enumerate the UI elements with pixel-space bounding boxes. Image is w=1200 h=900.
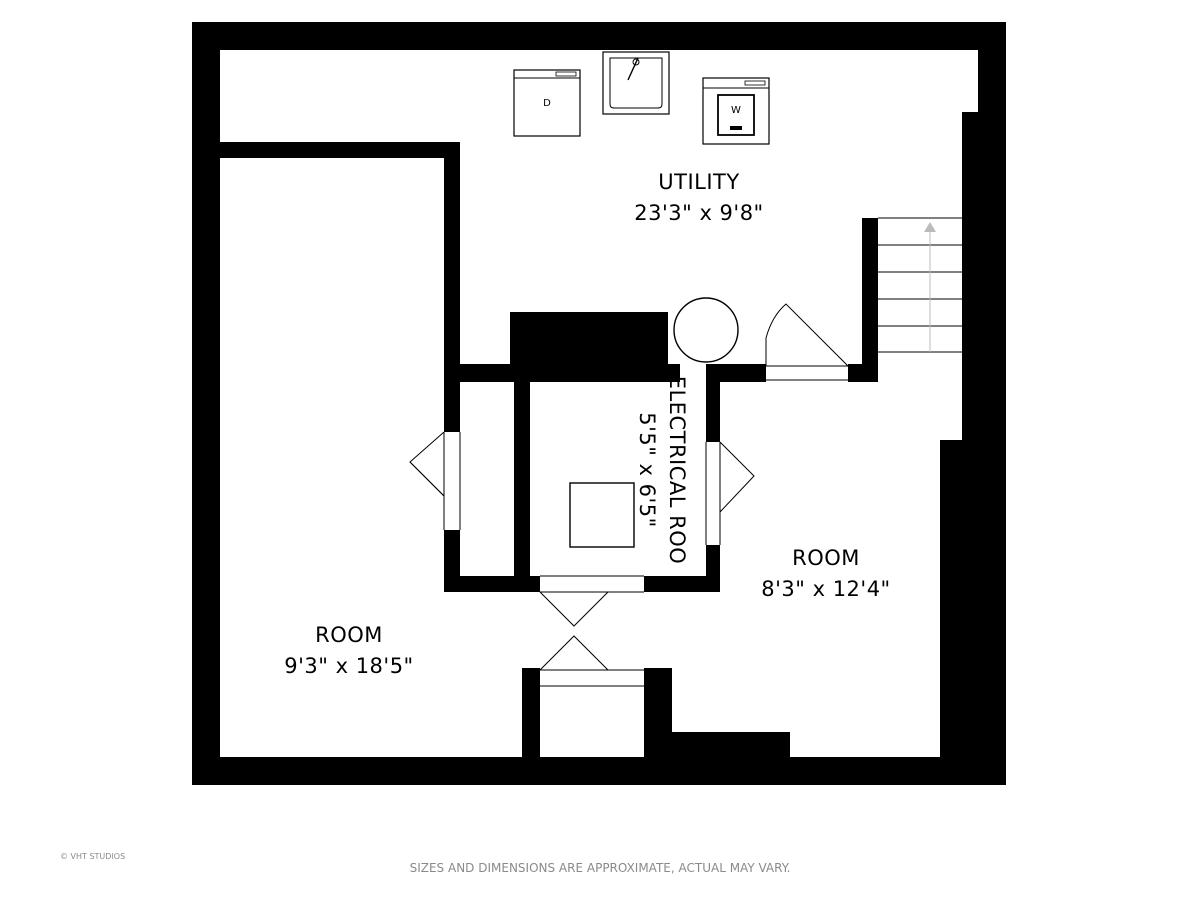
utility-room-dimensions: 23'3" x 9'8" (634, 201, 763, 225)
faucet-icon (627, 57, 639, 81)
washer-control (744, 80, 766, 86)
bifold-door-bottom-closet (539, 635, 609, 671)
electrical-left-wall (514, 364, 530, 592)
interior-walls (220, 142, 878, 760)
exterior-walls (192, 22, 1006, 785)
right-room-name: ROOM (792, 546, 860, 570)
left-room-name: ROOM (315, 623, 383, 647)
washer-handle (730, 126, 742, 130)
wall-right-upper (978, 22, 1006, 114)
disclaimer-text: SIZES AND DIMENSIONS ARE APPROXIMATE, AC… (410, 861, 791, 875)
dryer: D (513, 69, 581, 137)
washer-door (717, 94, 755, 136)
electrical-room-dimensions: 5'5" x 6'5" (635, 412, 659, 528)
wall-top (192, 22, 1006, 50)
bifold-door-electrical-right (719, 441, 755, 513)
stair-arrow-head (924, 222, 936, 232)
door-swings (409, 303, 849, 671)
closet-bottom-wall (444, 576, 540, 592)
staircase (878, 217, 962, 353)
copyright-text: © VHT STUDIOS (60, 852, 125, 861)
left-room-right-wall-upper (444, 142, 460, 432)
right-room-dimensions: 8'3" x 12'4" (761, 577, 890, 601)
wall-bottom (192, 757, 1006, 785)
wall-left (192, 22, 220, 785)
landing-door-swing (765, 303, 849, 367)
faucet-handle-icon (632, 58, 640, 66)
bifold-door-left-room (409, 431, 445, 497)
bottom-closet-right-stub (644, 668, 672, 688)
washer-label: W (731, 105, 741, 116)
door-openings (443, 365, 848, 687)
left-room-dimensions: 9'3" x 18'5" (284, 654, 413, 678)
wall-right-thick (962, 112, 1006, 442)
bottom-right-block (670, 732, 790, 760)
washer: W (702, 77, 770, 145)
water-heater (673, 297, 739, 363)
sink-basin-inner (609, 57, 663, 109)
electrical-room-name: ELECTRICAL ROO (665, 376, 689, 565)
left-room-top-wall (220, 142, 460, 158)
utility-room-name: UTILITY (658, 170, 739, 194)
electrical-bottom-wall (644, 576, 720, 592)
sink (602, 51, 670, 115)
dryer-label: D (543, 98, 551, 109)
dryer-control (555, 71, 577, 77)
right-room-top-wall (706, 364, 766, 382)
washer-body (702, 77, 770, 145)
electrical-panel-box (569, 482, 635, 548)
electrical-top-wall (530, 364, 680, 382)
wall-right-lower (940, 440, 1006, 785)
electrical-right-wall-upper (706, 364, 720, 442)
bifold-door-electrical-bottom (539, 591, 609, 627)
dryer-body (513, 69, 581, 137)
bottom-closet-left-wall (522, 668, 540, 760)
bifold-door-left-room (409, 461, 445, 497)
stair-left-wall (862, 218, 878, 382)
